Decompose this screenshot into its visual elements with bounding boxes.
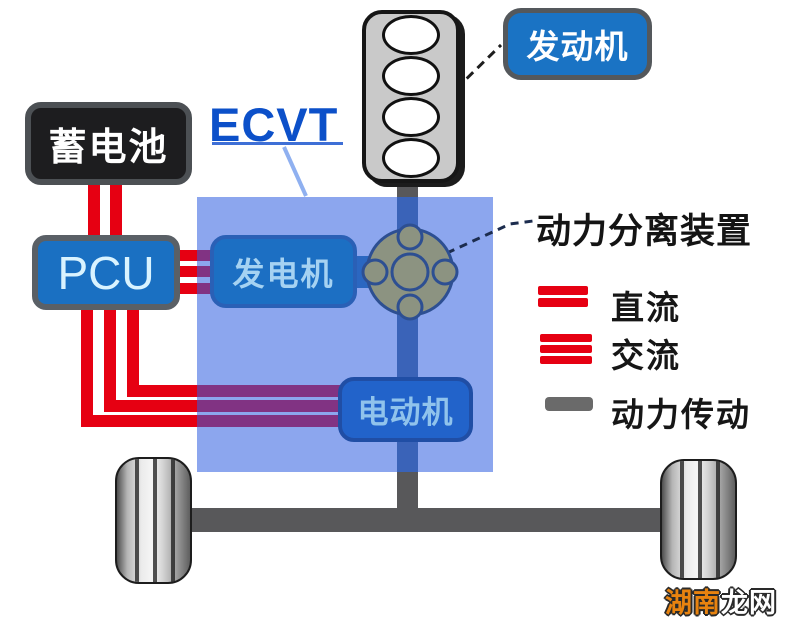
legend-ac-label: 交流 [611, 337, 681, 374]
ecvt-title-underline [212, 142, 343, 145]
ac-wire-pcu-generator-3 [174, 283, 214, 294]
motor-label: 电动机 [357, 395, 454, 430]
cylinder-icon [382, 138, 440, 178]
wheel-tread [152, 459, 157, 582]
power-split-label: 动力分离装置 [536, 212, 753, 251]
generator-label: 发电机 [232, 255, 335, 292]
engine-shaft [397, 183, 418, 199]
site-watermark: 湖南龙网 [665, 581, 777, 620]
legend-power-label: 动力传动 [611, 396, 751, 433]
ac-wire-pcu-generator-1 [174, 250, 214, 261]
red-bar [540, 356, 592, 364]
engine-dashed-leader [454, 43, 503, 91]
battery-box: 蓄电池 [25, 102, 192, 185]
ac-wire-pcu-motor-2-vertical [104, 305, 116, 412]
cylinder-icon [382, 15, 440, 55]
red-bar [538, 298, 588, 307]
ecvt-leader-line [282, 146, 308, 197]
right-wheel-icon [660, 459, 737, 580]
motor-box: 电动机 [338, 377, 473, 442]
wheel-tread [697, 461, 702, 578]
legend-dc-label: 直流 [611, 289, 681, 326]
left-wheel-icon [115, 457, 192, 584]
legend-ac-icon [540, 334, 592, 364]
red-bar [540, 345, 592, 353]
axle-bar [160, 508, 705, 532]
driveshaft-to-axle [397, 470, 418, 512]
engine-block-icon [362, 10, 460, 183]
wheel-tread [716, 461, 721, 578]
generator-box: 发电机 [210, 235, 357, 308]
pcu-box: PCU [32, 235, 180, 310]
ac-wire-pcu-motor-3-vertical [81, 305, 93, 427]
ac-wire-pcu-motor-1-vertical [127, 305, 139, 397]
pcu-label: PCU [57, 246, 155, 299]
wheel-tread [679, 461, 684, 578]
legend-dc-icon [538, 286, 588, 307]
cylinder-icon [382, 56, 440, 96]
engine-label: 发动机 [526, 28, 629, 65]
legend-power-icon [545, 397, 593, 411]
battery-label: 蓄电池 [48, 127, 169, 169]
wheel-tread [171, 459, 176, 582]
wheel-tread [134, 459, 139, 582]
red-bar [540, 334, 592, 342]
dc-wire-battery-pcu-2 [110, 180, 122, 240]
cylinder-icon [382, 97, 440, 137]
ac-wire-pcu-generator-2 [174, 266, 214, 277]
red-bar [538, 286, 588, 295]
watermark-left: 湖南 [665, 588, 721, 618]
watermark-right: 龙网 [721, 588, 777, 618]
dc-wire-battery-pcu-1 [88, 180, 100, 240]
engine-label-box: 发动机 [503, 8, 652, 80]
